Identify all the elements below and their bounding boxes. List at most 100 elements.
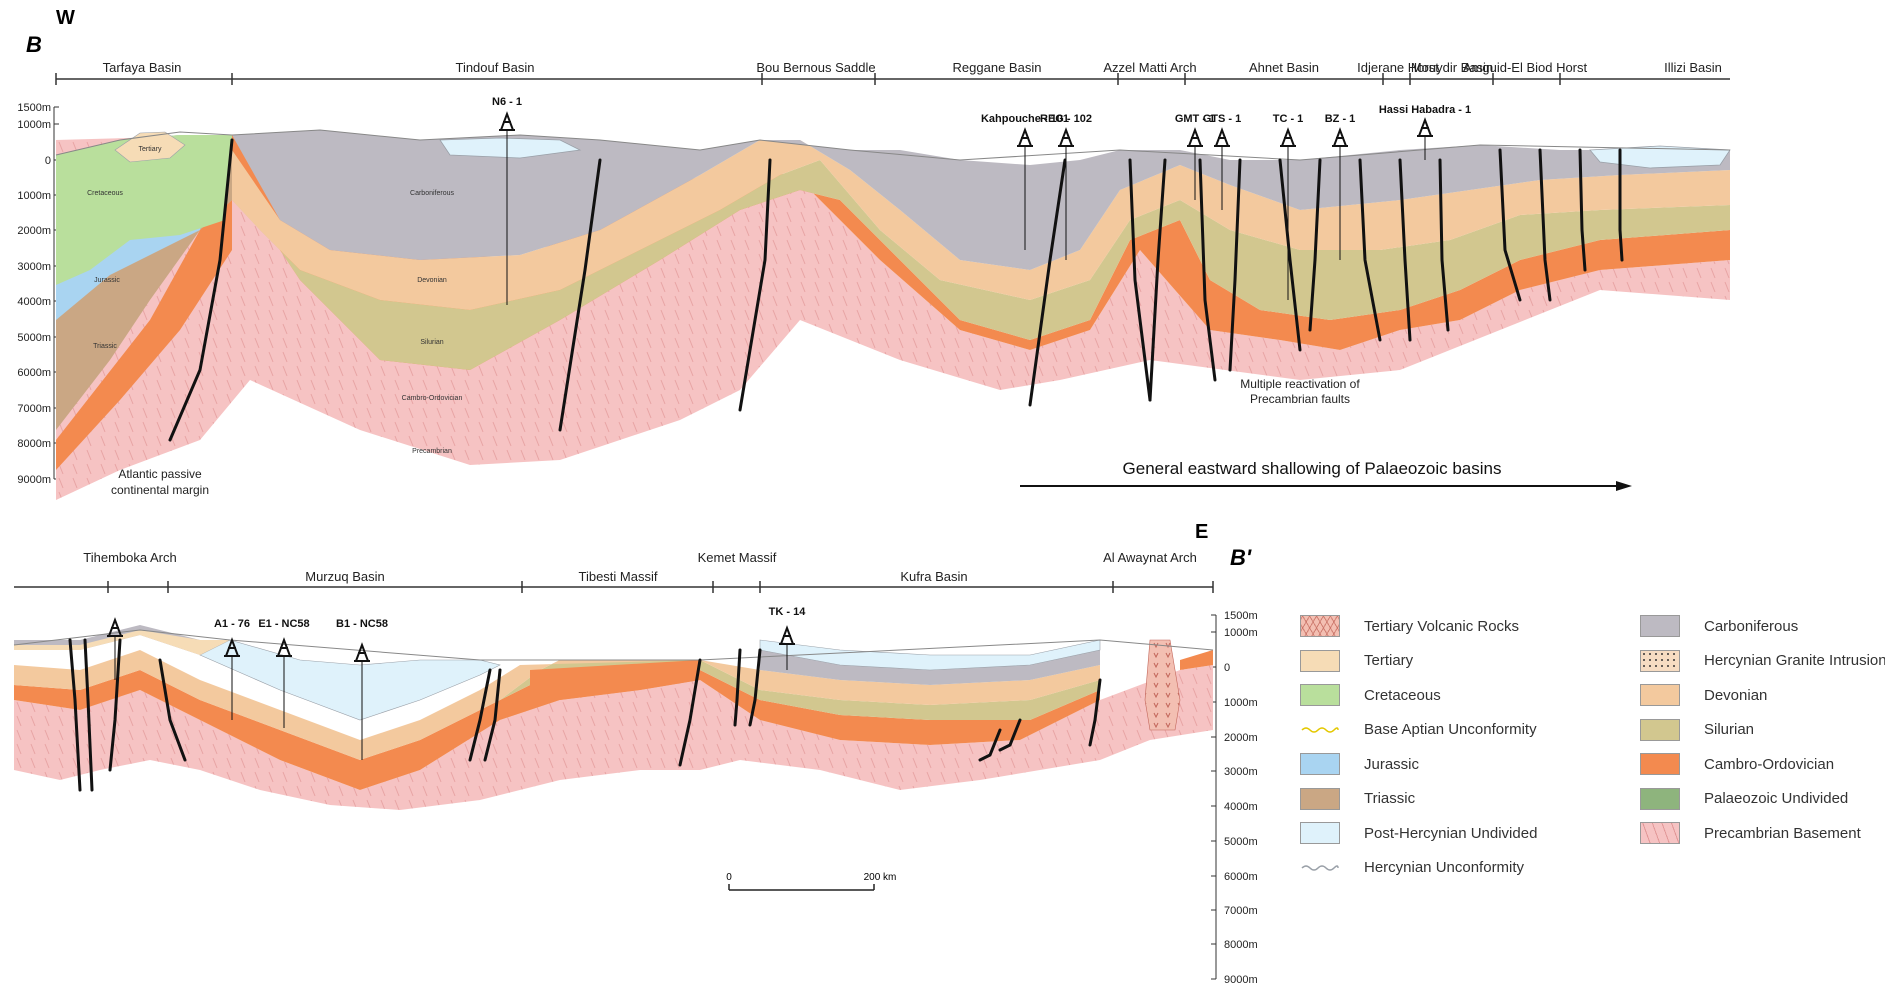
bottom-section: E B' Tihemboka Arch Murzuq Basin Tibesti… <box>13 521 1258 986</box>
region-mouydir: Mouydir Basin <box>1411 60 1493 75</box>
top-section: W B Tarfaya Basin Tindouf Basin Bou Bern… <box>17 7 1731 500</box>
annotation-atlantic-2: continental margin <box>111 483 209 497</box>
label-cretaceous: Cretaceous <box>87 190 123 197</box>
label-cambro-ordovician: Cambro-Ordovician <box>402 395 463 402</box>
well-derrick-icon <box>276 637 292 728</box>
bottom-precambrian <box>14 665 1213 810</box>
region-tibesti: Tibesti Massif <box>579 569 658 584</box>
label-silurian: Silurian <box>420 339 443 346</box>
annotation-multiple-1: Multiple reactivation of <box>1240 377 1360 391</box>
well-derrick-icon <box>1280 127 1296 300</box>
depth-tick-label: 4000m <box>1224 801 1258 813</box>
depth-tick-label: 0 <box>45 155 51 167</box>
region-kufra: Kufra Basin <box>900 569 967 584</box>
well-label: GMT - 1 <box>1175 113 1215 125</box>
region-murzuq: Murzuq Basin <box>305 569 384 584</box>
legend-label: Silurian <box>1704 721 1755 738</box>
legend-item: Silurian <box>1640 718 1755 741</box>
top-silurian <box>232 160 1730 370</box>
legend-swatch <box>1300 753 1340 775</box>
legend-item: Palaeozoic Undivided <box>1640 787 1848 810</box>
region-reggane: Reggane Basin <box>953 60 1042 75</box>
label-carboniferous: Carboniferous <box>410 190 454 197</box>
label-tertiary: Tertiary <box>139 146 162 153</box>
region-tindouf: Tindouf Basin <box>455 60 534 75</box>
well-label: REG - 102 <box>1040 113 1092 125</box>
top-precambrian <box>56 135 1730 500</box>
depth-tick-label: 9000m <box>1224 974 1258 986</box>
top-post-hercynian-tindouf <box>439 137 582 159</box>
well-label: TK - 14 <box>769 606 807 618</box>
depth-tick-label: 3000m <box>1224 766 1258 778</box>
well-derrick-icon <box>499 111 515 305</box>
well-derrick-icon <box>1187 127 1203 200</box>
well-derrick-icon <box>1058 127 1074 260</box>
depth-tick-label: 7000m <box>1224 905 1258 917</box>
depth-tick-label: 0 <box>1224 662 1230 674</box>
annotation-multiple-2: Precambrian faults <box>1250 392 1350 406</box>
legend-label: Precambrian Basement <box>1704 824 1861 842</box>
depth-tick-label: 1500m <box>1224 610 1258 622</box>
top-direction-label: W <box>56 7 75 29</box>
legend-item: Cretaceous <box>1300 684 1441 706</box>
legend-label: Cretaceous <box>1364 686 1441 704</box>
legend-swatch <box>1300 684 1340 706</box>
depth-tick-label: 8000m <box>17 438 51 450</box>
bottom-silurian <box>14 660 1100 760</box>
bottom-tertiary-volcanic <box>1144 639 1181 731</box>
depth-tick-label: 9000m <box>17 474 51 486</box>
legend-item: Cambro-Ordovician <box>1640 753 1834 775</box>
well-label: BZ - 1 <box>1325 113 1356 125</box>
legend-label: Tertiary Volcanic Rocks <box>1364 617 1520 635</box>
region-idjerane: Idjerane Horst <box>1357 60 1439 75</box>
region-bou-bernous: Bou Bernous Saddle <box>756 60 875 75</box>
depth-tick-label: 5000m <box>17 332 51 344</box>
scale-end: 200 km <box>864 872 897 883</box>
legend-swatch <box>1640 787 1680 810</box>
well-label: N6 - 1 <box>492 96 522 108</box>
region-tarfaya: Tarfaya Basin <box>103 60 182 75</box>
legend-swatch <box>1640 684 1680 706</box>
region-al-awaynat: Al Awaynat Arch <box>1103 550 1197 565</box>
depth-tick-label: 2000m <box>17 225 51 237</box>
legend-label: Carboniferous <box>1704 617 1799 635</box>
label-triassic: Triassic <box>93 343 117 350</box>
legend-label: Cambro-Ordovician <box>1704 755 1835 773</box>
depth-tick-label: 8000m <box>1224 939 1258 951</box>
legend-item: Hercynian Granite Intrusion <box>1640 649 1885 672</box>
depth-tick-label: 2000m <box>1224 732 1258 744</box>
legend-item: Tertiary <box>1300 649 1413 672</box>
depth-tick-label: 1500m <box>17 102 51 114</box>
well-derrick-icon <box>224 637 240 720</box>
label-precambrian: Precambrian <box>412 448 452 455</box>
region-kemet: Kemet Massif <box>698 550 777 565</box>
annotation-shallowing: General eastward shallowing of Palaeozoi… <box>1123 459 1502 478</box>
legend-item: Tertiary Volcanic Rocks <box>1300 615 1519 637</box>
legend-item: Devonian <box>1640 684 1767 706</box>
top-devonian <box>232 140 1730 310</box>
well-derrick-icon <box>1332 127 1348 260</box>
well-label: A1 - 76 <box>214 618 250 630</box>
bottom-cambro-ordovician <box>14 670 1100 790</box>
legend-item: Post-Hercynian Undivided <box>1300 822 1537 844</box>
legend-swatch <box>1300 649 1340 672</box>
well-label: Hassi Habadra - 1 <box>1379 104 1471 116</box>
well-label: TC - 1 <box>1273 113 1304 125</box>
annotation-atlantic-1: Atlantic passive <box>118 467 202 481</box>
region-tihemboka: Tihemboka Arch <box>83 550 176 565</box>
top-carboniferous <box>232 130 1730 270</box>
legend-swatch <box>1640 822 1680 844</box>
top-depth-axis: 1500m1000m01000m2000m3000m4000m5000m6000… <box>17 102 59 486</box>
legend-item: Base Aptian Unconformity <box>1300 719 1537 741</box>
well-derrick-icon <box>1017 127 1033 250</box>
legend-label: Triassic <box>1364 790 1416 807</box>
legend-swatch <box>1300 787 1340 810</box>
depth-tick-label: 7000m <box>17 403 51 415</box>
depth-tick-label: 1000m <box>1224 697 1258 709</box>
well-derrick-icon <box>354 642 370 760</box>
depth-tick-label: 1000m <box>17 190 51 202</box>
